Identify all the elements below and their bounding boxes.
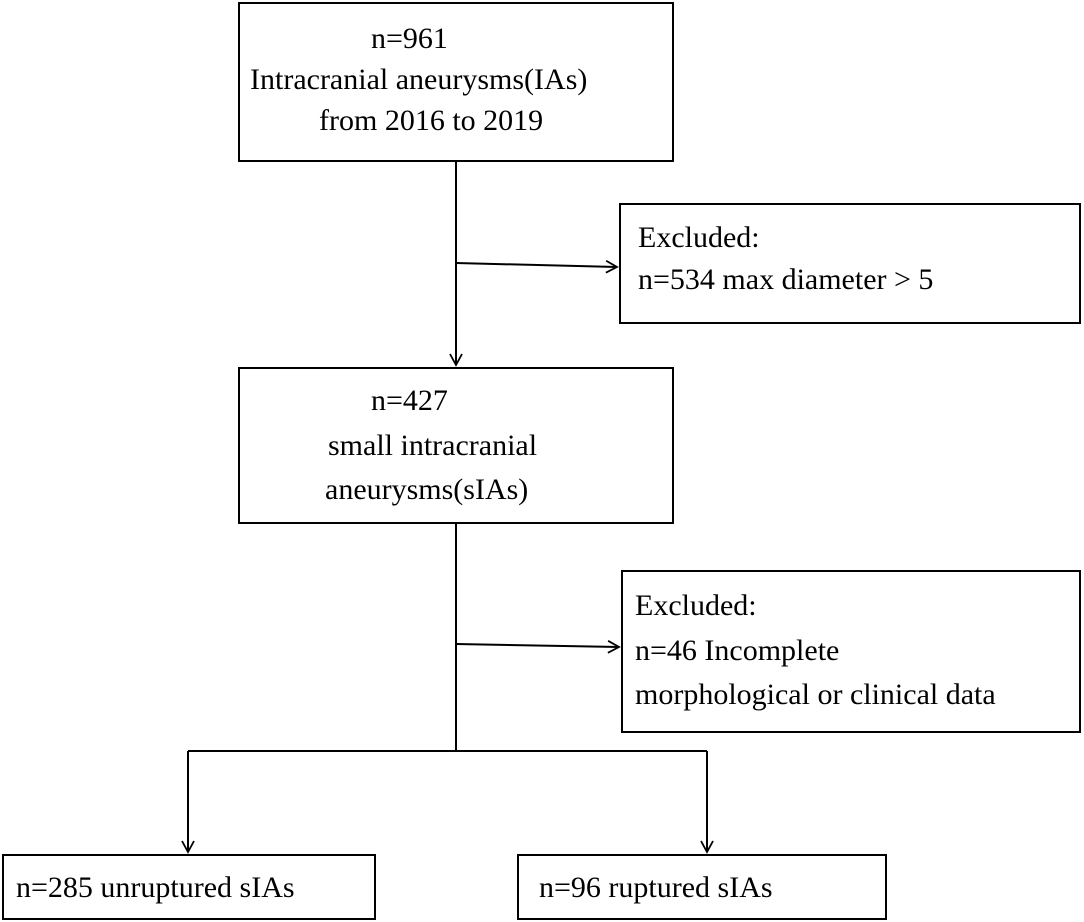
small-sias-box: n=427 small intracranial aneurysms(sIAs) bbox=[238, 367, 674, 524]
arrow-to-excluded-data bbox=[455, 640, 621, 654]
arrow-to-excluded-size bbox=[455, 259, 619, 274]
unruptured-label: n=285 unruptured sIAs bbox=[16, 871, 295, 904]
excluded-size-heading: Excluded: bbox=[638, 221, 760, 254]
small-label-line1: small intracranial bbox=[328, 429, 538, 462]
unruptured-box: n=285 unruptured sIAs bbox=[2, 854, 376, 920]
ruptured-label: n=96 ruptured sIAs bbox=[539, 871, 773, 904]
excluded-data-box: Excluded: n=46 Incomplete morphological … bbox=[621, 570, 1081, 733]
total-ias-box: n=961 Intracranial aneurysms(IAs) from 2… bbox=[238, 2, 674, 162]
excluded-size-detail: n=534 max diameter > 5 bbox=[638, 263, 934, 296]
excluded-data-line1: n=46 Incomplete bbox=[635, 634, 840, 667]
small-label-line2: aneurysms(sIAs) bbox=[325, 473, 529, 506]
excluded-data-line2: morphological or clinical data bbox=[635, 678, 996, 711]
small-count: n=427 bbox=[371, 384, 448, 417]
excluded-data-heading: Excluded: bbox=[635, 589, 757, 622]
total-count: n=961 bbox=[371, 22, 448, 55]
total-label-line1: Intracranial aneurysms(IAs) bbox=[250, 63, 588, 96]
total-label-line2: from 2016 to 2019 bbox=[319, 104, 544, 137]
excluded-size-box: Excluded: n=534 max diameter > 5 bbox=[619, 203, 1081, 324]
ruptured-box: n=96 ruptured sIAs bbox=[517, 854, 887, 920]
